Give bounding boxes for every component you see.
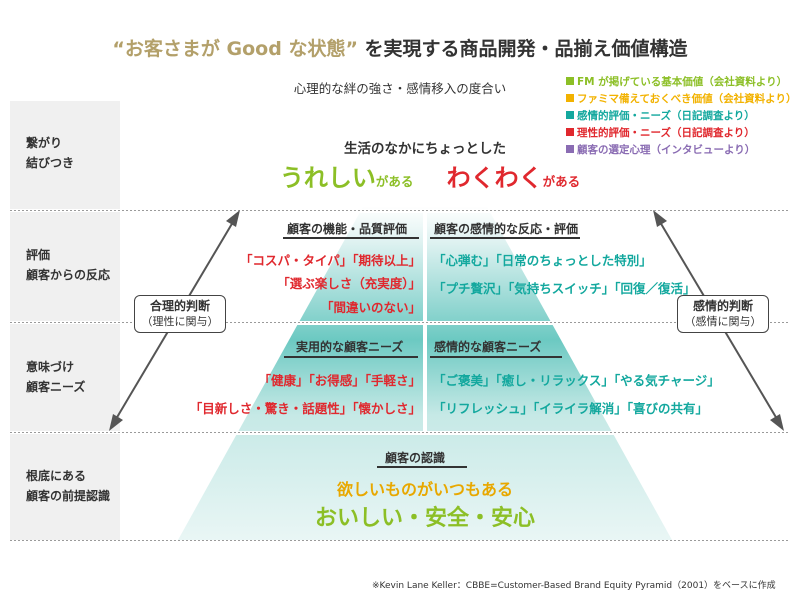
title-rest: を実現する商品開発・品揃え価値構造	[357, 38, 688, 60]
top-particle-2: がある	[542, 174, 581, 189]
row-band-connection	[10, 101, 120, 209]
legend-item-selection: 顧客の選定心理（インタビューより）	[566, 142, 796, 159]
row-band-base	[10, 434, 120, 540]
rational-arrow-head-bottom	[109, 414, 123, 431]
base-line-2: おいしい・安全・安心	[314, 506, 535, 531]
legend-item-fm: ファミマ備えておくべき価値（会社資料より）	[566, 91, 796, 108]
eval-left-line-2: 「選ぶ楽しさ（充実度）」	[277, 276, 421, 291]
eval-left-line-3: 「間違いのない」	[320, 300, 421, 315]
row-label-meaning: 意味づけ顧客ニーズ	[26, 360, 86, 394]
emotional-judgment-title: 感情的判断	[692, 299, 753, 313]
base-line-1: 欲しいものがいつもある	[336, 480, 513, 499]
legend-item-rational: 理性的評価・ニーズ（日記調査より）	[566, 125, 796, 142]
legend-label: FM が掲げている基本価値（会社資料より）	[577, 76, 788, 88]
row-label-evaluation: 評価顧客からの反応	[26, 248, 111, 282]
top-particle-1: がある	[375, 174, 414, 189]
row-label-connection: 繋がり結びつき	[26, 136, 75, 170]
needs-left-line-2: 「目新しさ・驚き・話題性」「懐かしさ」	[189, 401, 421, 416]
needs-right-header: 感情的な顧客ニーズ	[434, 340, 542, 354]
needs-right-line-1: 「ご褒美」「癒し・リラックス」「やる気チャージ」	[433, 373, 720, 388]
needs-right-line-2: 「リフレッシュ」「イライラ解消」「喜びの共有」	[433, 401, 709, 416]
top-word-ureshii: うれしい	[279, 164, 376, 192]
top-word-wakuwaku: わくわく	[446, 164, 543, 192]
rational-judgment-title: 合理的判断	[149, 299, 210, 313]
legend-swatch-icon	[566, 128, 574, 136]
eval-right-line-2: 「プチ贅沢」「気持ちスイッチ」「回復／復活」	[433, 281, 696, 296]
footnote: ※Kevin Lane Keller：CBBE=Customer-Based B…	[372, 581, 776, 591]
needs-left-line-1: 「健康」「お得感」「手軽さ」	[258, 373, 421, 388]
legend-label: 理性的評価・ニーズ（日記調査より）	[577, 127, 755, 139]
eval-left-header-rule	[283, 237, 419, 239]
eval-right-header: 顧客の感情的な反応・評価	[434, 222, 579, 236]
row-label-base: 根底にある顧客の前提認識	[26, 469, 111, 503]
legend-swatch-icon	[566, 94, 574, 102]
page-title: “お客さまが Good な状態” を実現する商品開発・品揃え価値構造	[0, 34, 800, 61]
rational-arrow-head-top	[226, 210, 240, 227]
needs-left-header: 実用的な顧客ニーズ	[296, 340, 404, 354]
rational-judgment-note: （理性に関与）	[141, 315, 219, 328]
needs-left-header-rule	[284, 356, 418, 358]
base-header: 顧客の認識	[385, 451, 446, 465]
emotional-judgment-note: （感情に関与）	[684, 315, 762, 328]
legend-swatch-icon	[566, 111, 574, 119]
top-value-text: うれしいがある わくわくがある	[230, 158, 630, 193]
emotional-judgment-bubble: 感情的判断 （感情に関与）	[677, 295, 769, 333]
legend-item-basic: FM が掲げている基本価値（会社資料より）	[566, 74, 796, 91]
legend-label: 顧客の選定心理（インタビューより）	[577, 144, 756, 156]
row-band-evaluation	[10, 212, 120, 321]
legend-swatch-icon	[566, 77, 574, 85]
needs-right-header-rule	[430, 356, 562, 358]
eval-left-header: 顧客の機能・品質評価	[287, 222, 408, 236]
row-band-meaning	[10, 324, 120, 431]
base-header-rule	[377, 466, 467, 468]
eval-right-line-1: 「心弾む」「日常のちょっとした特別」	[433, 253, 652, 268]
rational-judgment-bubble: 合理的判断 （理性に関与）	[134, 295, 226, 333]
legend-label: ファミマ備えておくべき価値（会社資料より）	[577, 93, 797, 105]
eval-right-header-rule	[430, 237, 580, 239]
legend-label: 感情的評価・ニーズ（日記調査より）	[577, 110, 755, 122]
top-lead-text: 生活のなかにちょっとした	[344, 141, 506, 157]
title-quoted: “お客さまが Good な状態”	[112, 38, 358, 60]
emotional-arrow-head-bottom	[770, 414, 784, 431]
legend-swatch-icon	[566, 145, 574, 153]
pyramid-subtitle: 心理的な絆の強さ・感情移入の度合い	[293, 81, 507, 96]
legend: FM が掲げている基本価値（会社資料より） ファミマ備えておくべき価値（会社資料…	[566, 74, 796, 159]
legend-item-emotional: 感情的評価・ニーズ（日記調査より）	[566, 108, 796, 125]
eval-left-line-1: 「コスパ・タイパ」「期待以上」	[239, 253, 421, 268]
emotional-arrow-head-top	[653, 210, 667, 227]
